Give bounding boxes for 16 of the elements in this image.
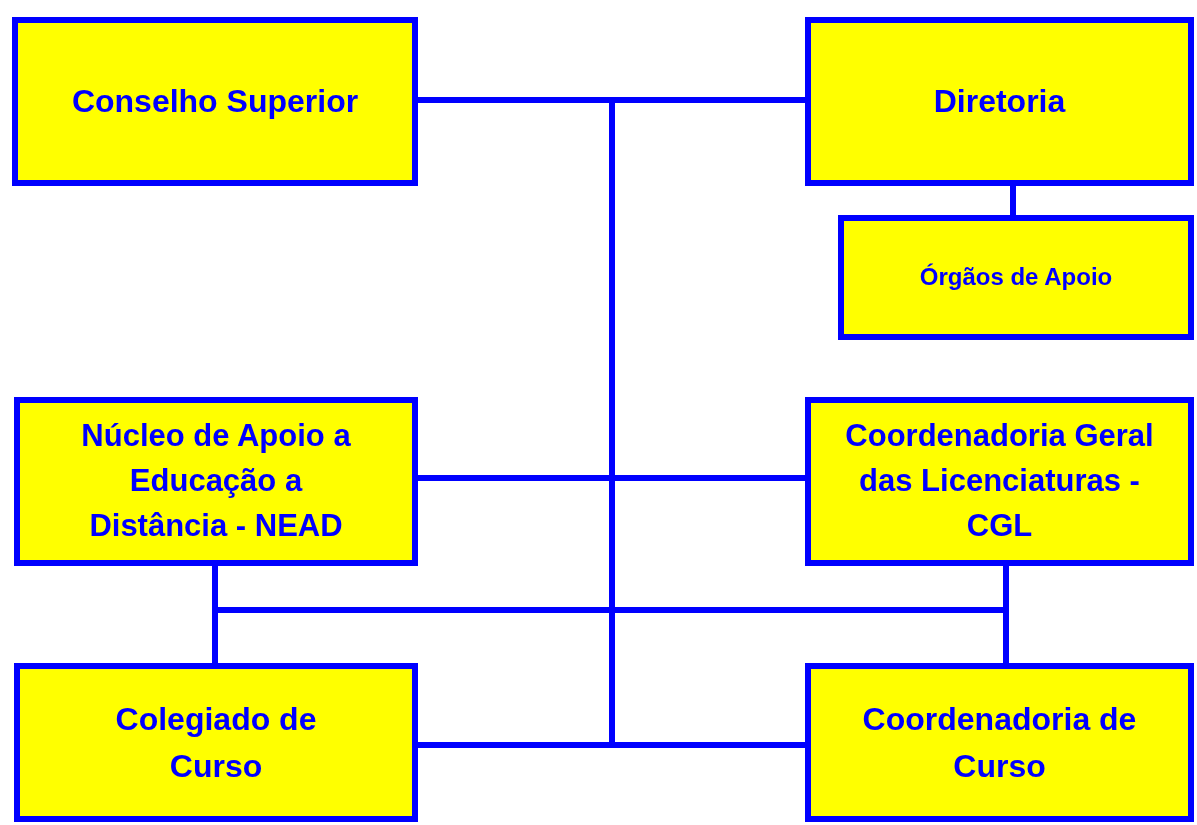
unit-name: Coordenadoria de Curso (861, 700, 1138, 786)
unit-name: Diretoria (932, 82, 1067, 122)
org-box (14, 397, 418, 566)
org-box (805, 663, 1194, 822)
unit-name: Colegiado de Curso (114, 700, 318, 786)
unit-name: Núcleo de Apoio a Educação a Distância - NEAD (80, 417, 352, 545)
org-box (12, 17, 418, 186)
connector-line (1010, 186, 1016, 215)
connector-line (418, 475, 805, 481)
org-box (805, 17, 1194, 186)
unit-name: Órgãos de Apoio (918, 262, 1114, 293)
unit-name: Conselho Superior (70, 82, 360, 122)
org-box (14, 663, 418, 822)
org-box (805, 397, 1194, 566)
unit-name: Coordenadoria Geral das Licenciaturas - CGL (844, 417, 1155, 545)
org-box (838, 215, 1194, 340)
